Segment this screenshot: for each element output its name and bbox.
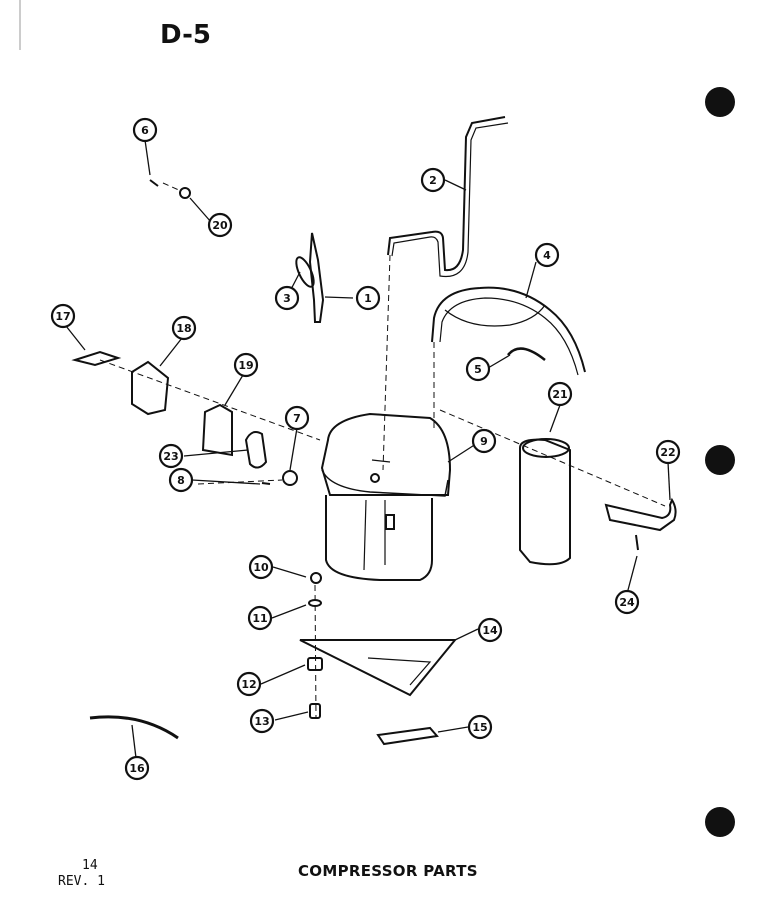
svg-text:23: 23 xyxy=(163,450,178,463)
svg-text:1: 1 xyxy=(364,292,372,305)
spacer-13 xyxy=(309,703,321,719)
svg-text:20: 20 xyxy=(212,219,228,232)
callout-14: 14 xyxy=(477,617,503,643)
strap-15 xyxy=(376,726,439,746)
callout-17: 17 xyxy=(50,303,76,329)
page-caption: COMPRESSOR PARTS xyxy=(298,862,478,880)
grommet-12 xyxy=(307,657,323,671)
clip-17 xyxy=(71,350,122,367)
discharge-tube xyxy=(387,116,506,272)
svg-text:15: 15 xyxy=(472,721,487,734)
callout-21: 21 xyxy=(547,381,573,407)
svg-text:14: 14 xyxy=(482,624,498,637)
binder-hole xyxy=(705,807,735,837)
callout-18: 18 xyxy=(171,315,197,341)
svg-text:13: 13 xyxy=(254,715,269,728)
callout-3: 3 xyxy=(274,285,300,311)
callout-20: 20 xyxy=(207,212,233,238)
callout-2: 2 xyxy=(420,167,446,193)
capacitor xyxy=(519,438,571,566)
svg-text:21: 21 xyxy=(552,388,567,401)
lead-wire xyxy=(89,715,179,740)
capacitor-bracket xyxy=(604,497,677,532)
svg-text:17: 17 xyxy=(55,310,70,323)
callout-7: 7 xyxy=(284,405,310,431)
callout-16: 16 xyxy=(124,755,150,781)
callout-8: 8 xyxy=(168,467,194,493)
svg-text:3: 3 xyxy=(283,292,291,305)
callout-5: 5 xyxy=(465,356,491,382)
overload-protector xyxy=(282,470,298,486)
callout-15: 15 xyxy=(467,714,493,740)
suction-tube xyxy=(431,286,586,373)
svg-text:22: 22 xyxy=(660,446,675,459)
binder-hole xyxy=(705,87,735,117)
svg-text:6: 6 xyxy=(141,124,149,137)
tube-bracket xyxy=(308,232,325,323)
compressor-shell xyxy=(320,412,452,496)
callout-10: 10 xyxy=(248,554,274,580)
svg-text:12: 12 xyxy=(241,678,256,691)
svg-text:18: 18 xyxy=(176,322,191,335)
svg-text:4: 4 xyxy=(543,249,551,262)
svg-text:5: 5 xyxy=(474,363,482,376)
svg-text:10: 10 xyxy=(253,561,269,574)
svg-text:8: 8 xyxy=(177,474,185,487)
svg-text:24: 24 xyxy=(619,596,635,609)
svg-text:2: 2 xyxy=(429,174,437,187)
callout-12: 12 xyxy=(236,671,262,697)
callout-4: 4 xyxy=(534,242,560,268)
screw-6 xyxy=(149,179,159,187)
tube-clamp xyxy=(295,256,315,288)
gasket xyxy=(201,403,233,457)
svg-text:19: 19 xyxy=(238,359,253,372)
nut-20 xyxy=(179,187,191,199)
sheet-code: D-5 xyxy=(160,20,211,50)
callout-24: 24 xyxy=(614,589,640,615)
callout-13: 13 xyxy=(249,708,275,734)
callout-22: 22 xyxy=(655,439,681,465)
binder-hole xyxy=(705,445,735,475)
svg-text:11: 11 xyxy=(252,612,267,625)
svg-text:16: 16 xyxy=(129,762,145,775)
screw-8 xyxy=(261,482,271,485)
svg-text:7: 7 xyxy=(293,412,301,425)
grommet-10 xyxy=(310,572,322,584)
base-plate xyxy=(299,639,458,697)
screw-24 xyxy=(635,534,639,551)
svg-text:9: 9 xyxy=(480,435,488,448)
callout-6: 6 xyxy=(132,117,158,143)
page-number: 14 xyxy=(82,858,98,873)
callout-11: 11 xyxy=(247,605,273,631)
callout-1: 1 xyxy=(355,285,381,311)
callout-9: 9 xyxy=(471,428,497,454)
connector xyxy=(244,431,268,469)
snap-ring xyxy=(507,347,546,361)
terminal-cover xyxy=(131,360,170,416)
callout-19: 19 xyxy=(233,352,259,378)
callout-23: 23 xyxy=(158,443,184,469)
revision-label: REV. 1 xyxy=(58,874,105,889)
